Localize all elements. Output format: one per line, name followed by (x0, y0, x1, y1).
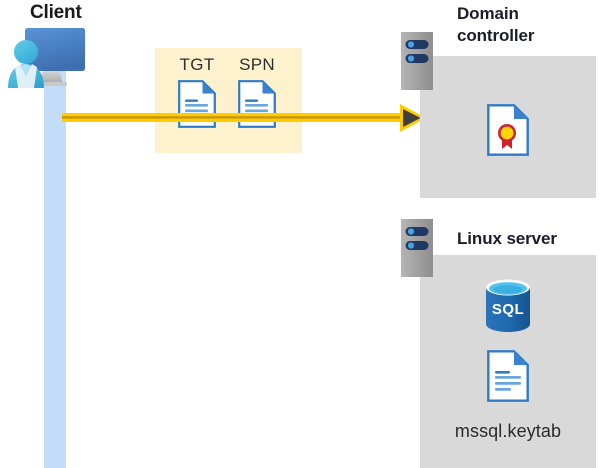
server-rack-icon (401, 219, 433, 277)
auth-request-arrow-line (62, 113, 407, 122)
arrow-right-icon (400, 104, 426, 132)
user-monitor-icon (8, 28, 85, 88)
credential-spn-label: SPN (239, 55, 275, 74)
client-label: Client (30, 2, 82, 23)
domain-controller-title: Domain controller (457, 4, 535, 45)
server-rack-icon (401, 32, 433, 90)
linux-server-title: Linux server (457, 229, 557, 248)
svg-text:SQL: SQL (492, 301, 524, 318)
sql-database-icon: SQL (486, 279, 530, 332)
credential-tgt-label: TGT (179, 55, 215, 74)
keytab-document-icon (487, 350, 529, 402)
client-lifeline (44, 62, 66, 468)
keytab-filename-label: mssql.keytab (454, 421, 562, 441)
credentials-box: TGT SPN (155, 48, 302, 153)
certificate-document-icon (487, 104, 529, 156)
